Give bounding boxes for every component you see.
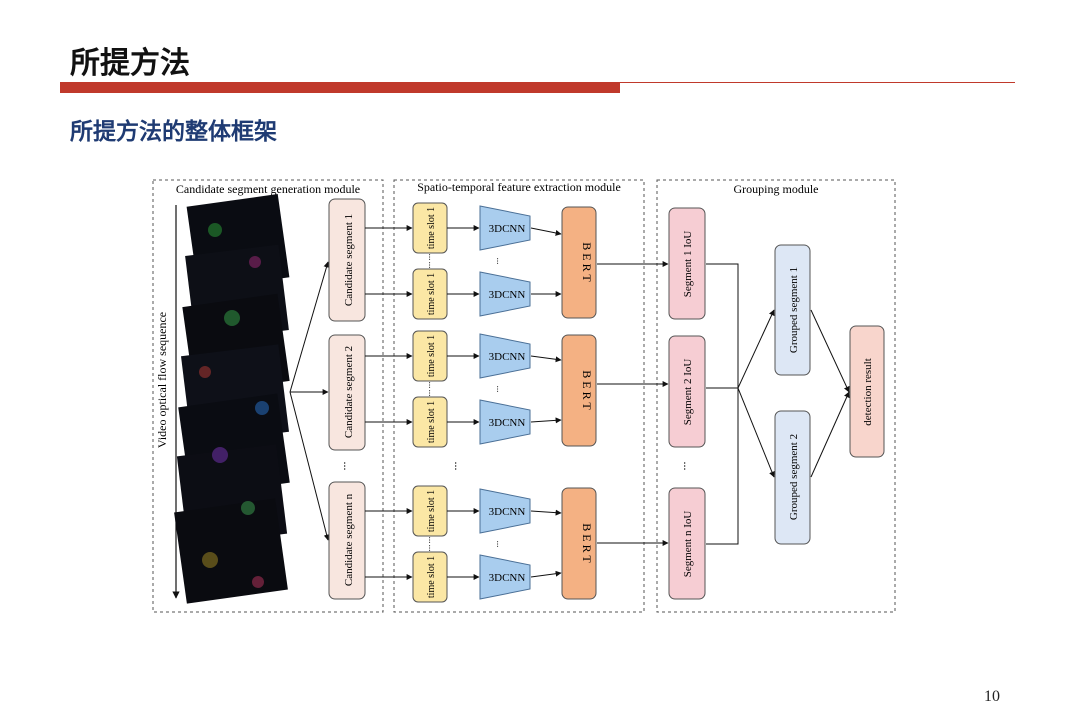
ellipsis: ... (681, 462, 695, 471)
ellipsis: ... (495, 386, 505, 393)
svg-text:time slot 1: time slot 1 (426, 273, 437, 315)
svg-text:3DCNN: 3DCNN (489, 223, 526, 235)
candidate-segment-box: Candidate segment 2 (329, 335, 365, 450)
bert-box: B E R T (562, 488, 596, 599)
svg-text:detection result: detection result (862, 358, 874, 426)
svg-text:3DCNN: 3DCNN (489, 572, 526, 584)
ellipsis: ... (427, 545, 437, 552)
candidate-segment-box: Candidate segment 1 (329, 199, 365, 321)
svg-text:Grouped segment 2: Grouped segment 2 (788, 434, 800, 520)
cnn-block: 3DCNN (480, 206, 530, 250)
time-slot-box: time slot 1 (413, 397, 447, 447)
svg-text:3DCNN: 3DCNN (489, 417, 526, 429)
grouped-segment-box: Grouped segment 2 (775, 411, 810, 544)
svg-text:3DCNN: 3DCNN (489, 506, 526, 518)
time-slot-box: time slot 1 (413, 269, 447, 319)
svg-text:time slot 1: time slot 1 (426, 335, 437, 377)
ellipsis: ... (341, 462, 355, 471)
page-number: 10 (984, 688, 1000, 706)
bert-box: B E R T (562, 207, 596, 318)
segment-iou-box: Segment 2 IoU (669, 336, 705, 447)
module-label-grouping: Grouping module (734, 182, 819, 196)
svg-text:Candidate segment n: Candidate segment n (343, 493, 355, 586)
svg-text:time slot 1: time slot 1 (426, 490, 437, 532)
cnn-block: 3DCNN (480, 272, 530, 316)
cnn-block: 3DCNN (480, 400, 530, 444)
svg-text:3DCNN: 3DCNN (489, 351, 526, 363)
time-slot-box: time slot 1 (413, 331, 447, 381)
svg-text:B E R T: B E R T (580, 523, 594, 563)
module-label-feature: Spatio-temporal feature extraction modul… (417, 180, 621, 194)
ellipsis: ... (427, 262, 437, 269)
grouped-segment-box: Grouped segment 1 (775, 245, 810, 375)
svg-text:time slot 1: time slot 1 (426, 401, 437, 443)
time-slot-row: time slot 1 3DCNN... (365, 331, 561, 396)
svg-text:Segment 1 IoU: Segment 1 IoU (682, 231, 694, 298)
time-slot-box: time slot 1 (413, 552, 447, 602)
ellipsis: ... (495, 541, 505, 548)
svg-text:B E R T: B E R T (580, 242, 594, 282)
svg-text:B E R T: B E R T (580, 370, 594, 410)
optical-flow-frames (174, 194, 290, 604)
ellipsis: ... (495, 258, 505, 265)
segment-iou-box: Segment n IoU (669, 488, 705, 599)
bert-box: B E R T (562, 335, 596, 446)
detection-result-box: detection result (850, 326, 884, 457)
svg-text:time slot 1: time slot 1 (426, 207, 437, 249)
ellipsis: ... (427, 390, 437, 397)
candidate-segment-box: Candidate segment n (329, 482, 365, 599)
time-slot-box: time slot 1 (413, 203, 447, 253)
svg-text:time slot 1: time slot 1 (426, 556, 437, 598)
svg-text:Grouped segment 1: Grouped segment 1 (788, 267, 800, 353)
cnn-block: 3DCNN (480, 334, 530, 378)
svg-text:Segment 2 IoU: Segment 2 IoU (682, 359, 694, 426)
cnn-block: 3DCNN (480, 489, 530, 533)
ellipsis: ... (452, 462, 466, 471)
cnn-block: 3DCNN (480, 555, 530, 599)
time-slot-box: time slot 1 (413, 486, 447, 536)
svg-text:Segment n IoU: Segment n IoU (682, 511, 694, 578)
ellipsis: ... (427, 537, 437, 544)
module-label-candidate: Candidate segment generation module (176, 182, 360, 196)
ellipsis: ... (427, 254, 437, 261)
svg-text:3DCNN: 3DCNN (489, 289, 526, 301)
segment-iou-box: Segment 1 IoU (669, 208, 705, 319)
svg-text:Candidate segment 1: Candidate segment 1 (343, 214, 355, 306)
sequence-label: Video optical flow sequence (155, 312, 169, 448)
ellipsis: ... (427, 382, 437, 389)
svg-text:Candidate segment 2: Candidate segment 2 (343, 346, 355, 438)
